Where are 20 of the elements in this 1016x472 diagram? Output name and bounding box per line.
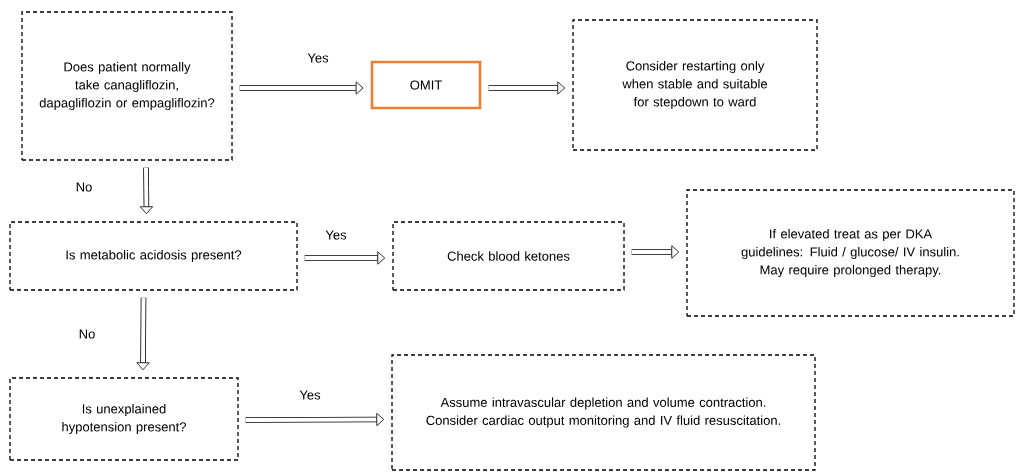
block-arrow [245,412,385,427]
process-box: Check blood ketones [392,221,625,291]
process-box: Consider restarting only when stable and suitable for stepdown to ward [572,19,818,151]
block-arrow [136,297,150,371]
action-box: OMIT [370,60,482,110]
block-arrow [239,81,364,95]
block-arrow [488,81,566,95]
process-box: Assume intravascular depletion and volume contraction. Consider cardiac output monitoring and IV fluid resuscitation. [391,354,816,471]
edge-label: Yes [306,52,330,64]
process-box: If elevated treat as per DKA guidelines: Fluid / glucose/ IV insulin. May require prolonged therapy. [686,189,1015,317]
edge-label: Yes [324,229,348,241]
edge-label: No [74,181,94,193]
block-arrow [631,245,680,259]
block-arrow [139,167,153,215]
block-arrow [304,251,386,265]
question-box: Is metabolic acidosis present? [9,221,298,291]
edge-label: Yes [298,389,322,401]
question-box: Does patient normally take canagliflozin, dapagliflozin or empagliflozin? [21,11,233,161]
question-box: Is unexplained hypotension present? [9,377,239,461]
edge-label: No [77,328,97,340]
